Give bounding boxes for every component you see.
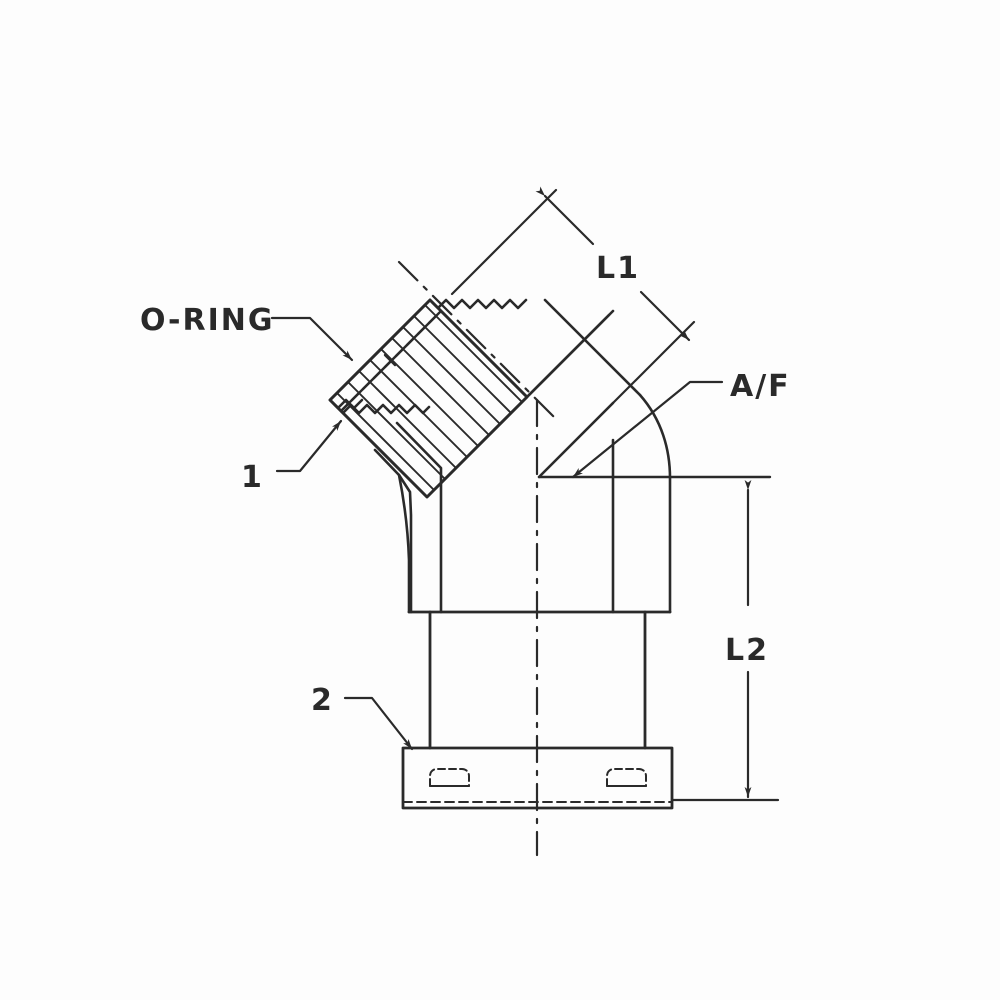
dimension-L2	[670, 480, 780, 802]
flange-bolt-hole-right	[606, 768, 647, 787]
label-dimension-l2: L2	[725, 633, 769, 668]
main-body-outline	[407, 610, 672, 750]
leader-item-1	[275, 419, 343, 473]
shoulder-transition-left	[373, 421, 443, 614]
thread-sawtooth-lower	[333, 403, 431, 415]
label-item-2: 2	[311, 683, 334, 718]
leader-item-2	[343, 696, 414, 751]
label-across-flats: A/F	[730, 369, 791, 404]
flange-bolt-hole-left	[429, 768, 470, 787]
leader-a-f	[571, 380, 724, 479]
dimension-L1	[450, 186, 696, 440]
thread-sawtooth-edge-bottom	[330, 392, 426, 400]
label-item-1: 1	[241, 460, 264, 495]
thread-crest-lines	[336, 304, 523, 491]
inner-bore-wall	[441, 440, 537, 612]
centerline-angled-45	[397, 260, 557, 420]
angled-branch-inner	[537, 401, 615, 614]
thread-sawtooth-edge-top	[428, 298, 528, 310]
thread-sawtooth-edge-2	[331, 489, 427, 497]
label-o-ring: O-RING	[140, 303, 275, 338]
flange-outline	[401, 746, 674, 810]
thread-teeth-profile	[328, 303, 438, 413]
fillet-left	[397, 473, 411, 614]
leader-o-ring	[270, 316, 354, 362]
o-ring-groove	[383, 353, 397, 367]
hex-across-flats-body	[525, 313, 611, 399]
label-dimension-l1: L1	[596, 251, 640, 286]
